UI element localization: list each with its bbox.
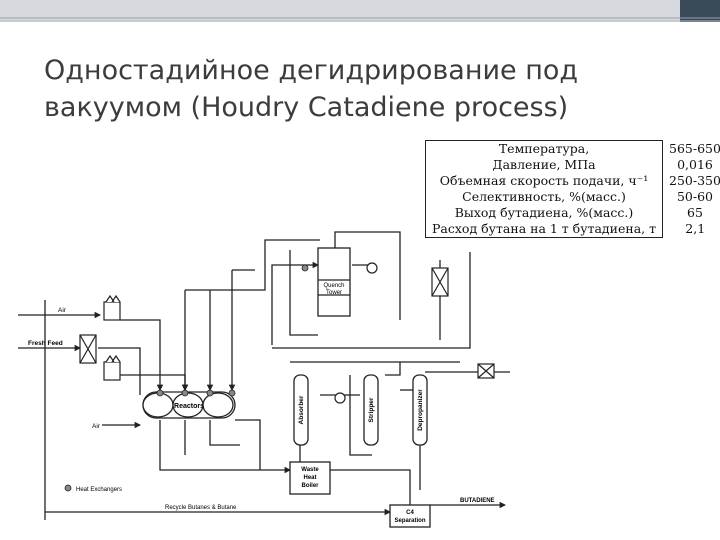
param-label: Выход бутадиена, %(масс.)	[424, 205, 664, 221]
recycle-label: Recycle Butanes & Butane	[165, 505, 237, 511]
air-top-label: Air	[58, 307, 67, 314]
header-accent-block	[680, 0, 720, 22]
reactor-3	[202, 392, 234, 418]
slide-title: Одностадийное дегидрирование под вакуумо…	[44, 52, 704, 126]
stripper-label: Stripper	[368, 397, 375, 422]
param-label: Объемная скорость подачи, ч⁻¹	[424, 173, 664, 189]
param-label: Расход бутана на 1 т бутадиена, т	[424, 221, 664, 238]
table-row: Селективность, %(масс.) 50-60	[424, 189, 720, 205]
absorber-label: Absorber	[298, 395, 305, 424]
quench-tray-lines	[318, 279, 350, 296]
quench-label-1: Quench	[323, 283, 344, 289]
stripper-top-line	[385, 362, 401, 376]
process-parameters-table: Температура, 565-650 Давление, МПа 0,016…	[424, 140, 720, 238]
param-value: 565-650	[669, 140, 720, 156]
param-label: Селективность, %(масс.)	[424, 189, 664, 205]
main-header-line	[272, 252, 471, 349]
butadiene-label: BUTADIENE	[460, 498, 495, 504]
heat-exchanger-dot	[206, 389, 214, 397]
table-row: Выход бутадиена, %(масс.) 65	[424, 205, 720, 221]
heater-bottom-outlet	[120, 374, 189, 392]
slide-header-bar	[0, 0, 720, 22]
heater-top-flame-icon	[105, 294, 121, 303]
waste-heat-boiler	[289, 461, 331, 495]
pump-1	[366, 262, 378, 274]
reactor-outlet-3	[209, 420, 240, 446]
c4-separation-box	[389, 504, 431, 528]
exchanger-cross-icon	[431, 267, 449, 297]
quench-tower	[317, 247, 351, 317]
cooler-cross-icon	[477, 363, 495, 379]
param-value: 250-350	[669, 173, 720, 188]
param-value: 65	[687, 205, 703, 220]
param-value: 50-60	[676, 189, 714, 204]
quench-feed-line	[271, 261, 320, 345]
stripper-bottom-line	[349, 375, 372, 456]
depropanizer-label: Depropanizer	[417, 389, 424, 431]
param-label: Давление, МПа	[424, 157, 664, 173]
heat-exchanger-legend-dot	[64, 484, 72, 492]
boiler-label-1: Waste	[301, 467, 319, 473]
absorber-column	[293, 374, 309, 446]
heat-exchangers-legend-label: Heat Exchangers	[76, 487, 122, 493]
heat-exchanger-dot	[156, 389, 164, 397]
heat-exchanger-dot	[181, 389, 189, 397]
boiler-label-2: Heat	[303, 475, 316, 481]
stripper-column	[363, 374, 379, 446]
quench-overhead-line	[334, 231, 401, 320]
heater-top-outlet	[120, 319, 164, 392]
feed-to-reactors-line	[98, 347, 141, 395]
air-bottom-label: Air	[92, 423, 101, 430]
reactor-outlet-1	[159, 420, 260, 471]
heat-exchanger-dot	[301, 264, 309, 272]
header-rule-lines	[0, 17, 720, 22]
boiler-label-3: Boiler	[301, 483, 319, 489]
reactor-1	[142, 392, 174, 418]
boiler-outlet-line	[330, 469, 411, 505]
top-header-line	[185, 239, 320, 291]
c4-label-1: C4	[406, 510, 414, 516]
quench-side-line	[289, 250, 318, 336]
pump-2	[334, 392, 346, 404]
reactor-outlet-4	[235, 419, 261, 470]
table-row: Давление, МПа 0,016	[424, 157, 720, 173]
table-row: Расход бутана на 1 т бутадиена, т 2,1	[424, 221, 720, 238]
quench-label-2: Tower	[326, 290, 342, 296]
param-label: Температура,	[424, 140, 664, 157]
param-value: 2,1	[685, 221, 706, 237]
reactors-label: Reactors	[174, 403, 204, 410]
table-row: Объемная скорость подачи, ч⁻¹ 250-350	[424, 173, 720, 189]
param-value: 0,016	[677, 157, 713, 172]
table-row: Температура, 565-650	[424, 140, 720, 157]
fresh-feed-label: Fresh Feed	[28, 340, 63, 347]
heater-bottom	[103, 361, 121, 381]
slide-title-line-2: вакуумом (Houdry Catadiene process)	[44, 92, 569, 123]
c4-label-2: Separation	[394, 518, 425, 524]
heat-exchanger-dot	[228, 389, 236, 397]
depropanizer-column	[412, 374, 428, 446]
heater-top	[103, 301, 121, 321]
heater-bottom-flame-icon	[105, 354, 121, 363]
exchanger-cross-icon	[79, 334, 97, 364]
slide-title-line-1: Одностадийное дегидрирование под	[44, 55, 579, 86]
